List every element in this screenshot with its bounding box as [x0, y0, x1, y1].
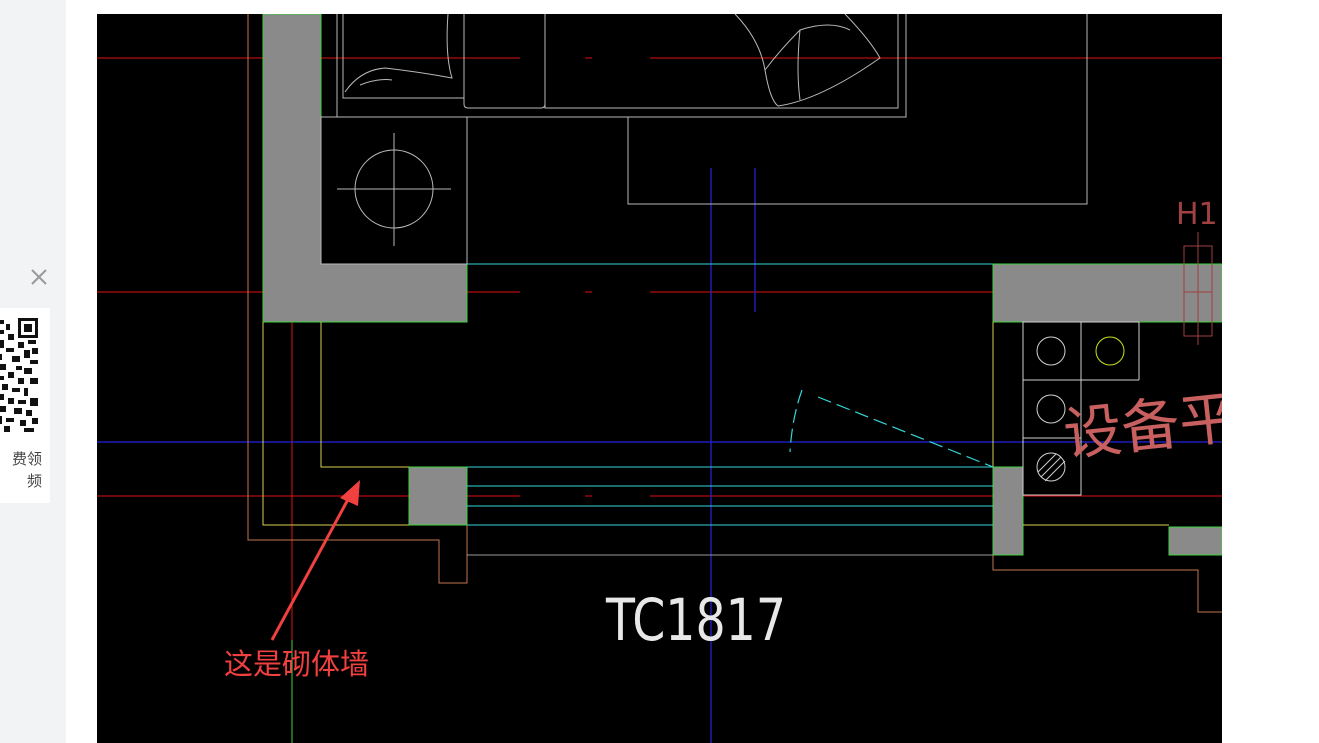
axis-label: H1: [1176, 197, 1218, 232]
left-side-panel: 费领 频: [0, 0, 66, 743]
cad-drawing: H1 设备平 TC1817 这是砌体墙: [97, 14, 1222, 743]
qr-caption: 费领 频: [0, 448, 42, 492]
annotation-arrow: [270, 480, 360, 641]
pipe-circle-yellow: [1095, 336, 1125, 366]
qr-code-card[interactable]: 费领 频: [0, 308, 50, 503]
window-label: TC1817: [605, 586, 786, 654]
furniture: [320, 14, 1088, 265]
qr-caption-line-1: 费领: [11, 450, 42, 468]
qr-code-icon: [0, 318, 42, 436]
window-lines: [467, 263, 993, 526]
close-icon: [31, 269, 47, 285]
equipment-grid: [1022, 321, 1140, 496]
annotation-text: 这是砌体墙: [224, 647, 369, 681]
qr-caption-line-2: 频: [26, 472, 42, 490]
door-swing-dashed: [789, 389, 994, 468]
cad-drawing-viewport[interactable]: H1 设备平 TC1817 这是砌体墙: [97, 14, 1222, 743]
structural-walls: [262, 14, 1222, 556]
close-button[interactable]: [26, 264, 52, 290]
outer-outline-lines: [247, 14, 1222, 613]
h1-axis-marker: [1183, 232, 1213, 345]
